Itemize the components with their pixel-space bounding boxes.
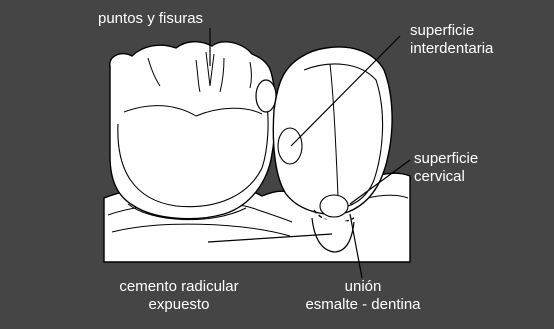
interproximal-surface-mark <box>278 128 302 164</box>
label-cej-line1: unión <box>288 278 438 296</box>
label-root-line2: expuesto <box>94 296 264 314</box>
cervical-lesion-mark <box>320 195 348 217</box>
label-pits-fissures: puntos y fisuras <box>98 10 203 28</box>
label-root-line1: cemento radicular <box>94 278 264 296</box>
label-cervical-line2: cervical <box>414 168 465 186</box>
label-cervical-line1: superficie <box>414 150 478 168</box>
label-cej-line2: esmalte - dentina <box>288 296 438 314</box>
label-interproximal-line1: superficie <box>410 22 474 40</box>
label-interproximal-line2: interdentaria <box>410 40 493 58</box>
contact-point <box>256 80 276 112</box>
